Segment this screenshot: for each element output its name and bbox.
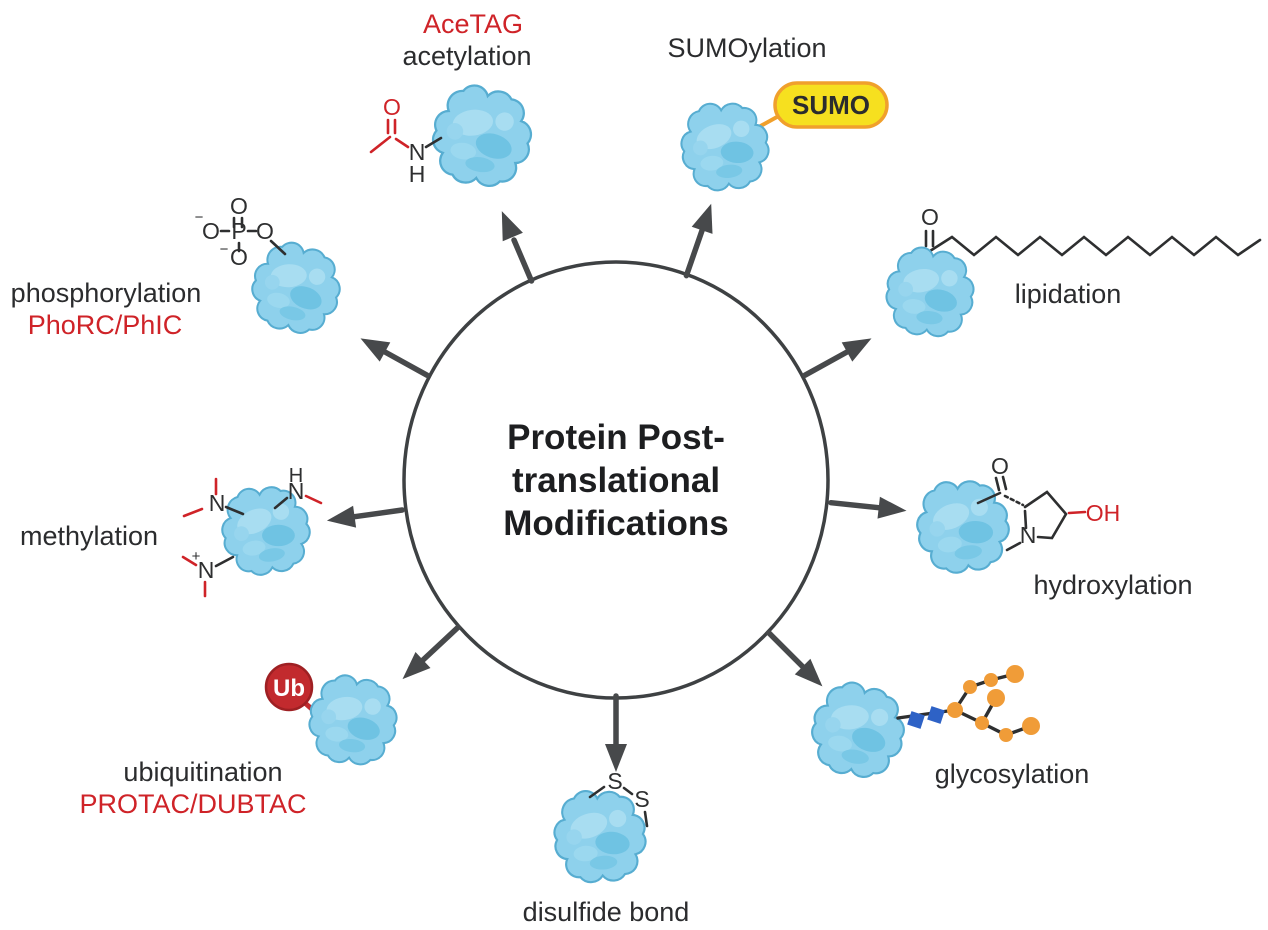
protein-lipidation [882, 243, 978, 340]
phosphate-minus-bottom: − [220, 241, 229, 258]
acetylation-label: acetylation [402, 41, 531, 71]
glycan-square-1 [907, 711, 925, 729]
protein-acetylation [426, 79, 538, 192]
acetylation-tag-label: AceTAG [423, 9, 523, 39]
methyl-n1-atom: N [209, 490, 226, 516]
methyl-n2-atom: N [288, 478, 305, 504]
diagram-title-line2: translational [512, 461, 720, 500]
disulfide-bond-group: S S disulfide bond [523, 768, 690, 927]
lipidation-group: O lipidation [882, 204, 1262, 340]
glycan-circle [975, 716, 989, 730]
glycosylation-group: glycosylation [804, 665, 1090, 789]
sumoylation-group: SUMOylation SUMO [667, 33, 889, 195]
acetyl-group-structure: O N H [369, 94, 443, 187]
ubiquitination-label: ubiquitination [123, 757, 282, 787]
arrow-glycosylation [765, 629, 823, 687]
arrow-lipidation [802, 338, 872, 378]
methyl-n3-plus: + [192, 548, 201, 565]
glycan-circle [947, 702, 963, 718]
methyl-groups-structure: N H N + N [181, 465, 323, 598]
acetylation-group: AceTAG acetylation O N H [369, 9, 538, 192]
acetyl-oxygen-atom: O [383, 94, 401, 120]
ub-badge [264, 662, 314, 712]
arrow-methylation [326, 505, 405, 528]
lipid-chain-structure: O [921, 204, 1262, 257]
hydroxylation-group: O N OH hydroxylation [910, 453, 1193, 600]
protein-sumoylation [676, 97, 774, 195]
glycan-circle [963, 680, 977, 694]
phosphate-oxygen-bottom-atom: O [230, 244, 248, 270]
phosphorylation-label: phosphorylation [11, 278, 202, 308]
hydroxy-nitrogen-atom: N [1020, 522, 1037, 548]
glycan-circle [999, 728, 1013, 742]
phosphate-oxygen-right-atom: O [256, 218, 274, 244]
phosphate-oxygen-top-atom: O [230, 193, 248, 219]
sumo-badge [773, 81, 889, 129]
glycan-circle [984, 673, 998, 687]
phosphorylation-tag-label: PhoRC/PhIC [28, 310, 183, 340]
hydroxy-oh-atoms: OH [1086, 500, 1121, 526]
phosphorylation-group: phosphorylation PhoRC/PhIC O P − O O − O [11, 193, 349, 341]
arrow-phosphorylation [360, 338, 430, 378]
methyl-n3-atom: N [198, 557, 215, 583]
lipid-oxygen-atom: O [921, 204, 939, 230]
ubiquitination-tag-label: PROTAC/DUBTAC [79, 789, 306, 819]
diagram-title-line3: Modifications [503, 504, 729, 543]
arrow-disulfide-bond [605, 693, 627, 772]
glycan-square-2 [927, 706, 945, 724]
disulfide-s1-atom: S [607, 768, 622, 794]
phosphate-oxygen-left-atom: O [202, 218, 220, 244]
hydroxyproline-structure: O N OH [976, 453, 1121, 552]
arrow-ubiquitination [402, 624, 461, 680]
ub-badge-label: Ub [273, 675, 305, 702]
methylation-label: methylation [20, 521, 158, 551]
glycan-circle [1006, 665, 1024, 683]
glycan-circle [987, 689, 1005, 707]
glycan-circle [1022, 717, 1040, 735]
glycan-structure [896, 665, 1040, 742]
acetyl-hydrogen-atom: H [409, 161, 426, 187]
arrow-hydroxylation [828, 496, 907, 519]
disulfide-bond-label: disulfide bond [523, 897, 690, 927]
lipidation-label: lipidation [1015, 279, 1122, 309]
acetyl-nitrogen-atom: N [409, 139, 426, 165]
sumo-badge-label: SUMO [792, 90, 870, 120]
methylation-group: methylation N H N + N [20, 465, 323, 598]
sumoylation-label: SUMOylation [667, 33, 826, 63]
disulfide-structure: S S [588, 768, 650, 828]
arrow-acetylation [501, 211, 535, 284]
phosphate-group-structure: O P − O O − O [195, 193, 287, 270]
protein-phosphorylation [244, 235, 349, 341]
protein-glycosylation [804, 675, 912, 784]
ubiquitination-group: Ub ubiquitination PROTAC/DUBTAC [79, 662, 402, 819]
arrow-sumoylation [683, 203, 713, 279]
phosphate-minus-left: − [195, 209, 204, 226]
methyl-n2-h-atom: H [289, 465, 303, 487]
disulfide-s2-atom: S [634, 786, 649, 812]
diagram-title-line1: Protein Post- [507, 418, 725, 457]
glycosylation-label: glycosylation [935, 759, 1090, 789]
protein-ubiquitination [304, 671, 402, 769]
phosphorus-atom: P [231, 218, 246, 244]
hydroxy-oxygen-atom: O [991, 453, 1009, 479]
hydroxylation-label: hydroxylation [1033, 570, 1192, 600]
